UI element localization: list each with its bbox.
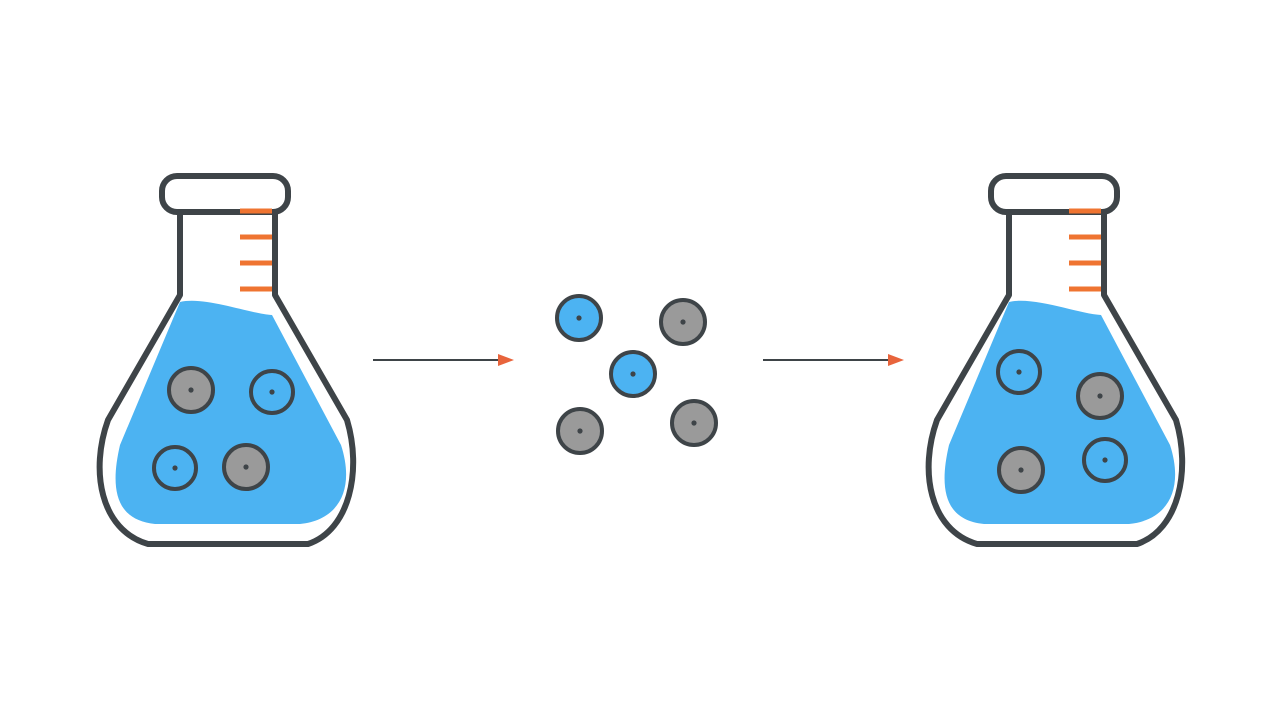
particle-icon [222, 443, 270, 491]
particle-nucleus [1102, 457, 1108, 463]
flask-liquid [115, 300, 347, 524]
graduation-marks [1069, 208, 1101, 292]
arrow-right-icon [373, 354, 514, 366]
flask-neck-lip [988, 173, 1120, 215]
particle-nucleus [577, 428, 583, 434]
arrow-head [498, 354, 514, 366]
arrow-head [888, 354, 904, 366]
flask-after-particles [996, 349, 1128, 494]
particle-icon [167, 366, 215, 414]
particle-nucleus [269, 389, 275, 395]
flask-outline-icon [925, 214, 1186, 547]
particle-nucleus [680, 319, 686, 325]
flask-liquid [944, 300, 1176, 524]
particle-nucleus [576, 315, 582, 321]
particle-icon [997, 446, 1045, 494]
flask-before-particles [152, 366, 295, 491]
particle-icon [556, 407, 604, 455]
particle-nucleus [691, 420, 697, 426]
particle-nucleus [188, 387, 194, 393]
particle-icon [996, 349, 1042, 395]
particle-nucleus [1097, 393, 1103, 399]
arrow-right-icon [763, 354, 904, 366]
particle-icon [249, 369, 295, 415]
particle-icon [659, 298, 707, 346]
particle-icon [1082, 437, 1128, 483]
flask-before [96, 173, 357, 547]
particle-icon [609, 350, 657, 398]
particle-nucleus [172, 465, 178, 471]
particle-nucleus [630, 371, 636, 377]
particle-icon [555, 294, 603, 342]
separated-particles [555, 294, 718, 455]
particle-nucleus [243, 464, 249, 470]
particle-icon [1076, 372, 1124, 420]
flask-outline-icon [96, 214, 357, 547]
graduation-marks [240, 208, 272, 292]
flask-after [925, 173, 1186, 547]
particle-nucleus [1016, 369, 1022, 375]
flask-neck-lip [159, 173, 291, 215]
particle-icon [152, 445, 198, 491]
particle-icon [670, 399, 718, 447]
particle-nucleus [1018, 467, 1024, 473]
